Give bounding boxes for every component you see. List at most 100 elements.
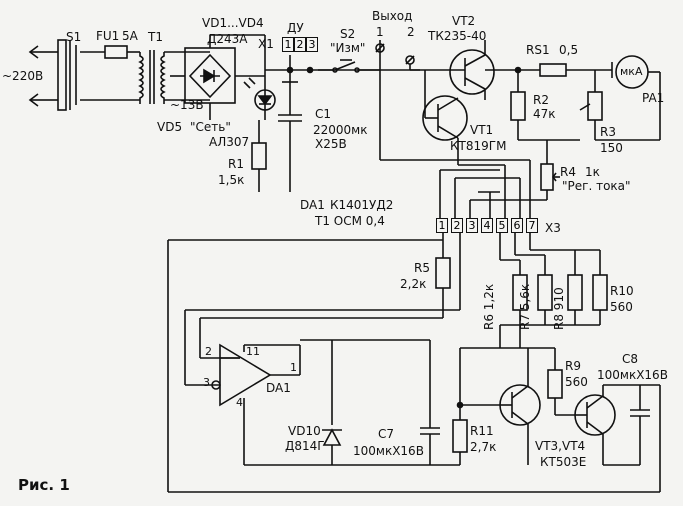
resistor-r6: [512, 274, 528, 311]
vt34-ref: VT3,VT4: [535, 439, 586, 453]
rs1-ref: RS1: [526, 43, 550, 57]
resistor-r10: [592, 274, 608, 311]
r10-value: 560: [610, 300, 633, 314]
da1-pin-2: 2: [205, 345, 212, 358]
r11-ref: R11: [470, 424, 494, 438]
output-pin-1: 1: [376, 25, 384, 39]
r4-value: 1к: [585, 165, 600, 179]
fu1-rating: 5A: [122, 29, 138, 43]
opamp-da1: [211, 339, 460, 466]
r6-ref: R6: [482, 314, 496, 330]
da1-pin-4: 4: [236, 396, 243, 409]
capacitor-c8: [630, 385, 650, 465]
c8-ref: C8: [622, 352, 639, 366]
vt34-type: КТ503Е: [540, 455, 587, 469]
vd10-type: Д814Г: [285, 439, 325, 453]
r6-label: R6 1,2к: [482, 283, 496, 330]
positive-rail: [265, 55, 420, 83]
resistor-r2: [510, 70, 580, 141]
vt1-type: КТ819ГМ: [450, 139, 507, 153]
t1-ref: T1: [148, 30, 163, 44]
r10-ref: R10: [610, 284, 634, 298]
da1-pin-3: 3: [203, 376, 210, 389]
x1-pin-1: 1: [282, 37, 294, 52]
s2-ref: S2: [340, 27, 356, 41]
vd10-ref: VD10: [288, 424, 321, 438]
capacitor-c7: [420, 340, 440, 465]
c1-value: 22000мк: [313, 123, 368, 137]
x3-ref: X3: [545, 221, 561, 235]
r11-value: 2,7к: [470, 440, 497, 454]
vt2-ref: VT2: [452, 14, 476, 28]
r3-ref: R3: [600, 125, 616, 139]
resistor-r8: [567, 274, 583, 311]
fu1-ref: FU1: [96, 29, 120, 43]
t1-secondary: ~13В: [170, 98, 204, 112]
x3-pin-5: 5: [496, 218, 508, 233]
mains-voltage-label: ~220В: [2, 69, 44, 83]
transistor-vt1: [422, 70, 468, 165]
s1-label: S1: [66, 30, 82, 44]
resistor-r7: [537, 274, 553, 311]
output-terminals: [375, 40, 430, 160]
resistor-r1: [251, 120, 267, 192]
r8-label: R8 910: [552, 287, 566, 330]
output-label: Выход: [372, 9, 413, 23]
vt1-ref: VT1: [470, 123, 494, 137]
vd5-type: АЛ307: [209, 135, 250, 149]
c7-ref: C7: [378, 427, 395, 441]
da1-pin-11: 11: [246, 345, 260, 358]
mains-input: [28, 45, 58, 107]
transistor-vt2: [430, 40, 540, 100]
r1-ref: R1: [228, 157, 244, 171]
r6-value: 1,2к: [482, 283, 496, 311]
vt2-type: ТК235-40: [428, 29, 487, 43]
x3-pin-6: 6: [511, 218, 523, 233]
x1-label-du: ДУ: [287, 21, 304, 35]
transistor-vt3: [499, 348, 541, 465]
lower-wiring: [167, 232, 661, 493]
da1-type: К1401УД2: [330, 198, 394, 212]
resistor-r9: [547, 369, 575, 416]
vd5-ref: VD5: [157, 120, 183, 134]
c1-voltage: X25В: [315, 137, 347, 151]
r8-value: 910: [552, 287, 566, 311]
r2-value: 47к: [533, 107, 556, 121]
output-pin-2: 2: [407, 25, 415, 39]
x3-pin-7: 7: [526, 218, 538, 233]
rs1-value: 0,5: [559, 43, 579, 57]
r4-name: "Рег. тока": [562, 179, 631, 193]
switch-s1: [57, 39, 140, 111]
r4-ref: R4: [560, 165, 576, 179]
c8-value: 100мкX16В: [597, 368, 668, 382]
resistor-r3: [579, 70, 603, 140]
x3-pin-4: 4: [481, 218, 493, 233]
x3-pin-3: 3: [466, 218, 478, 233]
microammeter-pa1: [595, 55, 661, 141]
figure-caption: Рис. 1: [18, 476, 70, 494]
zener-vd10: [322, 340, 342, 465]
r9-ref: R9: [565, 359, 581, 373]
x3-pin-1: 1: [436, 218, 448, 233]
switch-s2: [332, 59, 380, 73]
r3-value: 150: [600, 141, 623, 155]
r9-value: 560: [565, 375, 588, 389]
x1-ref: X1: [258, 37, 274, 51]
s2-name: "Изм": [330, 41, 366, 55]
r2-ref: R2: [533, 93, 549, 107]
c7-value: 100мкX16В: [353, 444, 424, 458]
da1-pin-1: 1: [290, 361, 297, 374]
resistor-r4: [540, 140, 560, 200]
bridge-type: Д243А: [207, 32, 248, 46]
led-vd5: [243, 77, 276, 111]
r7-value: 5,6к: [518, 283, 532, 311]
x1-pin-2: 2: [294, 37, 306, 52]
x3-wiring: [380, 159, 547, 218]
da1-note: Т1 ОСМ 0,4: [315, 214, 385, 228]
meter-ref: PA1: [642, 91, 665, 105]
vd5-name: "Сеть": [190, 120, 231, 134]
bridge-ref: VD1...VD4: [202, 16, 264, 30]
r5-ref: R5: [414, 261, 430, 275]
r5-value: 2,2к: [400, 277, 427, 291]
